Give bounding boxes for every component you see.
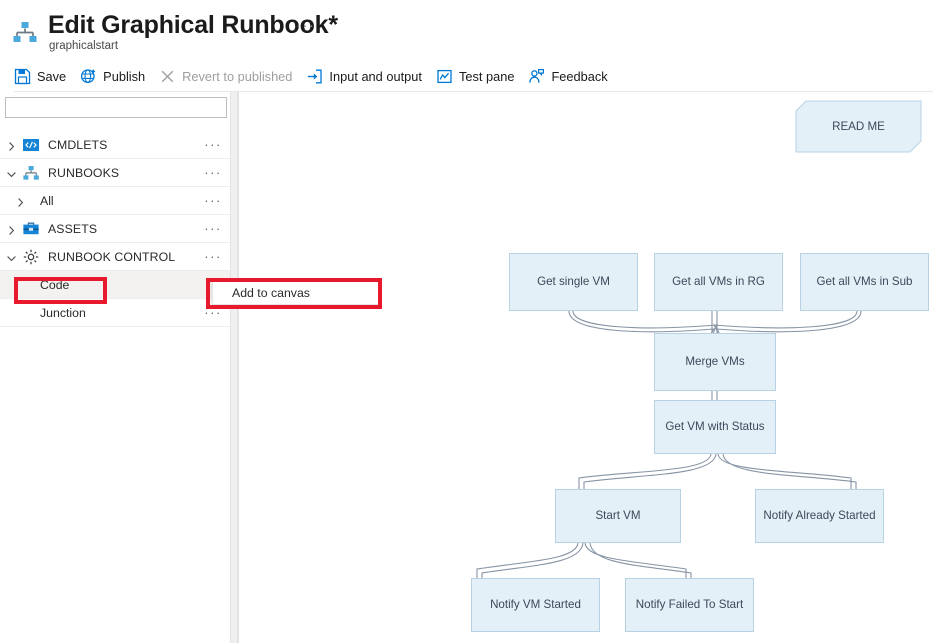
- sidebar-item-code[interactable]: Code: [0, 271, 230, 299]
- context-menu: Add to canvas: [212, 281, 380, 305]
- runbook-canvas[interactable]: READ ME Get single VM Get all VMs in RG …: [239, 92, 933, 643]
- search-input[interactable]: [5, 97, 227, 118]
- panel-divider: [238, 92, 239, 643]
- sidebar-item-junction[interactable]: Junction ···: [0, 299, 230, 327]
- command-bar-divider: [14, 91, 933, 92]
- node-notify-vm-started[interactable]: Notify VM Started: [471, 578, 600, 632]
- chevron-slot: [0, 251, 22, 262]
- chevron-slot: [0, 139, 22, 151]
- row-more-button[interactable]: ···: [204, 164, 222, 180]
- chevron-right-icon[interactable]: [15, 195, 26, 207]
- library-panel: CMDLETS ··· RUNBOOKS ···: [0, 92, 230, 643]
- sidebar-item-label: All: [40, 193, 54, 208]
- library-tree: CMDLETS ··· RUNBOOKS ···: [0, 131, 230, 327]
- row-more-button[interactable]: ···: [204, 304, 222, 320]
- save-button[interactable]: Save: [14, 64, 66, 90]
- chevron-right-icon[interactable]: [6, 139, 17, 151]
- sidebar-item-label: Code: [40, 277, 70, 292]
- node-label: Get all VMs in Sub: [816, 275, 913, 288]
- node-start-vm[interactable]: Start VM: [555, 489, 681, 543]
- input-and-output-button[interactable]: Input and output: [306, 64, 422, 90]
- row-more-button[interactable]: ···: [204, 220, 222, 236]
- node-label: Notify Failed To Start: [635, 598, 744, 611]
- runbook-hierarchy-icon: [22, 164, 40, 182]
- input-and-output-button-label: Input and output: [329, 69, 422, 84]
- revert-to-published-button[interactable]: Revert to published: [159, 64, 292, 90]
- runbook-hierarchy-icon: [11, 19, 39, 47]
- test-pane-chart-icon: [436, 68, 453, 85]
- node-label: Get single VM: [537, 275, 610, 288]
- library-search[interactable]: [5, 97, 227, 118]
- chevron-slot: [0, 167, 22, 178]
- code-brackets-icon: [22, 136, 40, 154]
- node-get-single-vm[interactable]: Get single VM: [509, 253, 638, 311]
- node-label: Get all VMs in RG: [672, 275, 765, 288]
- publish-button-label: Publish: [103, 69, 146, 84]
- row-more-button[interactable]: ···: [204, 192, 222, 208]
- readme-note-shape: [795, 100, 922, 153]
- page-header: Edit Graphical Runbook* ··· graphicalsta…: [0, 0, 933, 60]
- sidebar-item-assets[interactable]: ASSETS ···: [0, 215, 230, 243]
- feedback-button-label: Feedback: [551, 69, 608, 84]
- chevron-right-icon[interactable]: [6, 223, 17, 235]
- sidebar-item-runbook-control[interactable]: RUNBOOK CONTROL ···: [0, 243, 230, 271]
- node-label: Merge VMs: [685, 355, 745, 368]
- node-notify-already-started[interactable]: Notify Already Started: [755, 489, 884, 543]
- node-notify-failed-to-start[interactable]: Notify Failed To Start: [625, 578, 754, 632]
- node-label: Start VM: [595, 509, 641, 522]
- feedback-person-icon: [528, 68, 545, 85]
- feedback-button[interactable]: Feedback: [528, 64, 608, 90]
- menu-item-add-to-canvas[interactable]: Add to canvas: [232, 286, 310, 300]
- revert-to-published-button-label: Revert to published: [182, 69, 293, 84]
- briefcase-icon: [22, 220, 40, 238]
- gear-icon: [22, 248, 40, 266]
- save-floppy-icon: [14, 68, 31, 85]
- chevron-slot: [0, 195, 40, 207]
- test-pane-button-label: Test pane: [458, 69, 515, 84]
- node-get-vm-with-status[interactable]: Get VM with Status: [654, 400, 776, 454]
- node-merge-vms[interactable]: Merge VMs: [654, 333, 776, 391]
- readme-note[interactable]: READ ME: [795, 100, 922, 153]
- chevron-slot: [0, 223, 22, 235]
- connector-layer: [471, 310, 862, 591]
- node-label: Notify VM Started: [490, 598, 581, 611]
- row-more-button[interactable]: ···: [204, 136, 222, 152]
- sidebar-item-label: RUNBOOK CONTROL: [48, 249, 176, 264]
- page-subtitle: graphicalstart: [49, 40, 119, 52]
- sidebar-item-label: Junction: [40, 305, 86, 320]
- sidebar-item-runbooks[interactable]: RUNBOOKS ···: [0, 159, 230, 187]
- chevron-down-icon[interactable]: [6, 167, 17, 178]
- node-get-all-vms-in-rg[interactable]: Get all VMs in RG: [654, 253, 783, 311]
- revert-x-icon: [159, 68, 176, 85]
- command-bar: Save Publish Revert to published: [0, 63, 933, 90]
- sidebar-item-label: CMDLETS: [48, 137, 108, 152]
- node-label: Notify Already Started: [763, 509, 876, 522]
- sidebar-item-label: ASSETS: [48, 221, 98, 236]
- publish-button[interactable]: Publish: [80, 64, 145, 90]
- sidebar-item-all[interactable]: All ···: [0, 187, 230, 215]
- sidebar-item-label: RUNBOOKS: [48, 165, 120, 180]
- node-label: Get VM with Status: [665, 420, 765, 433]
- test-pane-button[interactable]: Test pane: [436, 64, 515, 90]
- library-panel-scrollbar[interactable]: [230, 92, 238, 643]
- node-get-all-vms-in-sub[interactable]: Get all VMs in Sub: [800, 253, 929, 311]
- chevron-down-icon[interactable]: [6, 251, 17, 262]
- row-more-button[interactable]: ···: [204, 248, 222, 264]
- input-output-icon: [306, 68, 323, 85]
- sidebar-item-cmdlets[interactable]: CMDLETS ···: [0, 131, 230, 159]
- page-title-more-button[interactable]: ···: [296, 17, 316, 34]
- publish-globe-icon: [80, 68, 97, 85]
- page-title: Edit Graphical Runbook*: [48, 11, 338, 39]
- save-button-label: Save: [37, 69, 67, 84]
